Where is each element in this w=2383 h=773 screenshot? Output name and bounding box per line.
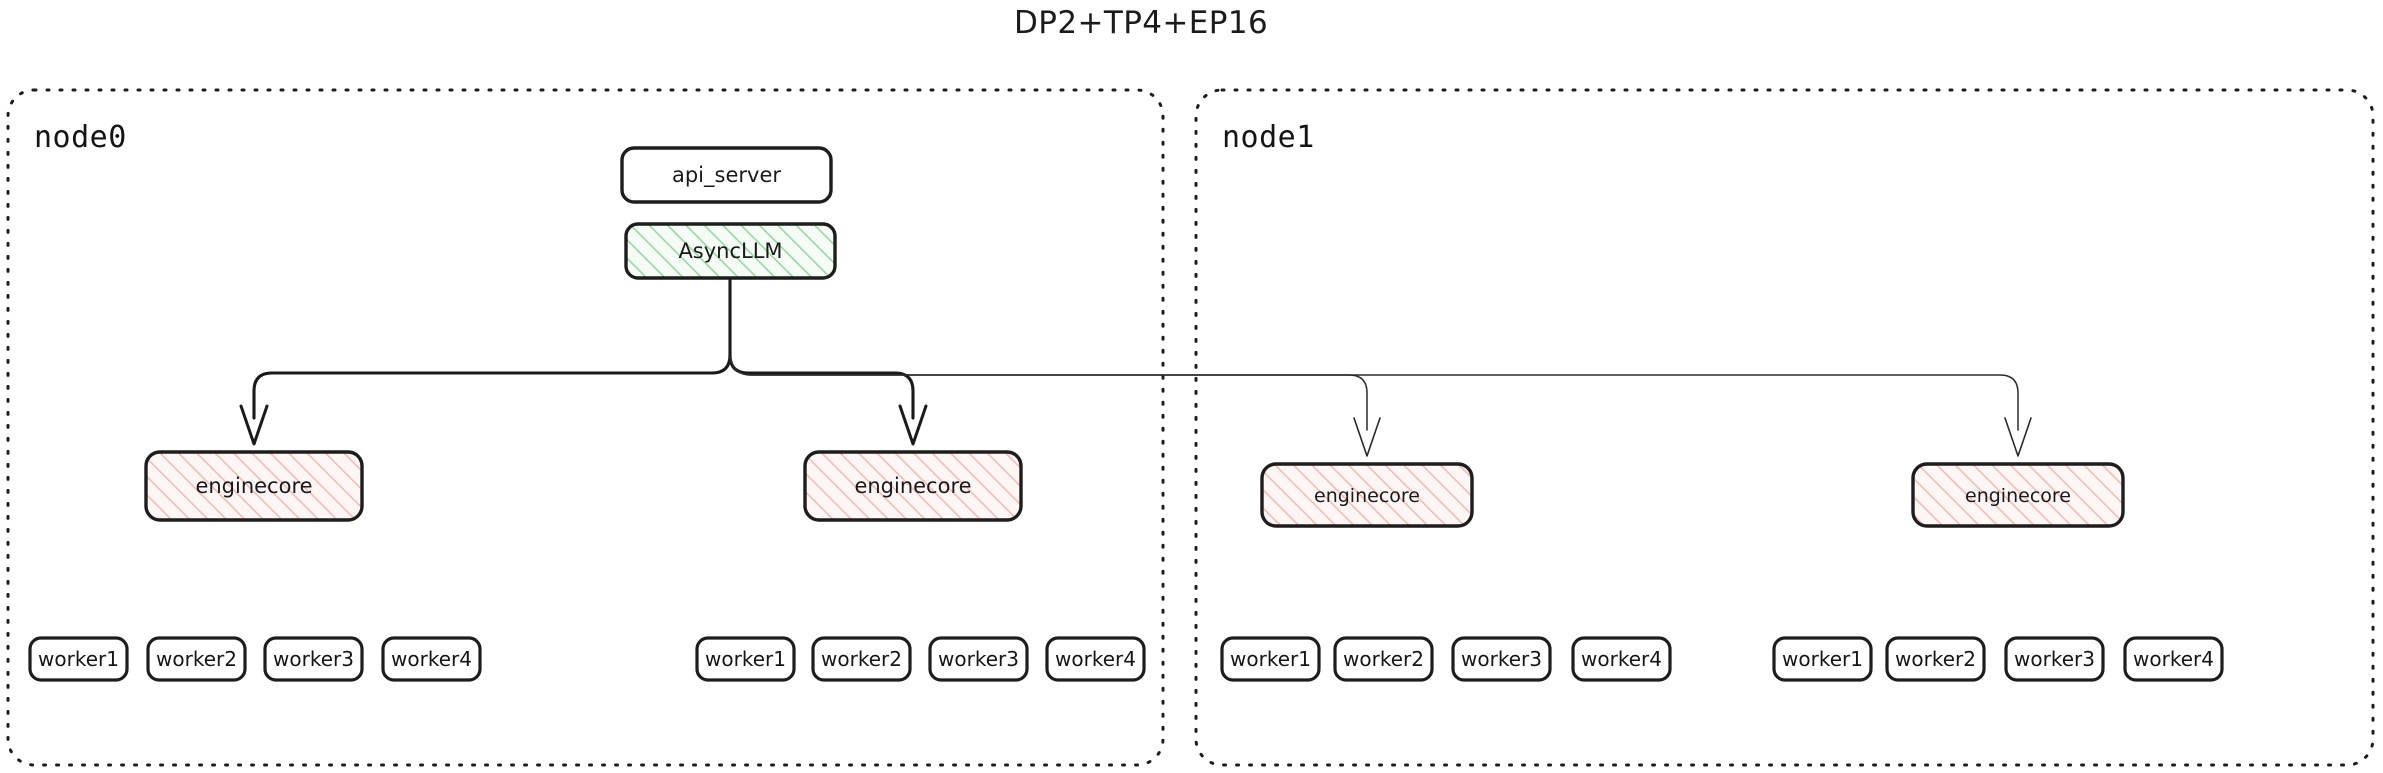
enginecore-label: enginecore	[854, 474, 971, 498]
worker-box[interactable]	[1220, 636, 1321, 682]
worker-box[interactable]	[1571, 636, 1672, 682]
cluster-border-node1	[1194, 88, 2375, 767]
cluster-label-node0: node0	[34, 120, 127, 155]
worker-box[interactable]	[2004, 636, 2105, 682]
edge-bus-node1-b	[729, 356, 2019, 431]
cluster-border-node0	[6, 88, 1165, 767]
worker-box[interactable]	[928, 636, 1029, 682]
worker-box[interactable]	[2123, 636, 2224, 682]
worker-label: worker1	[38, 647, 119, 671]
worker-label: worker2	[1895, 647, 1976, 671]
arrow-enginecore-3	[2004, 417, 2032, 457]
worker-box[interactable]	[1451, 636, 1552, 682]
enginecore-box[interactable]	[1260, 462, 1474, 528]
enginecore-box[interactable]	[803, 450, 1023, 522]
edge-bus-right	[728, 353, 915, 420]
worker-box[interactable]	[1333, 636, 1434, 682]
api-server-label: api_server	[672, 163, 781, 188]
worker-box[interactable]	[146, 636, 247, 682]
worker-label: worker3	[2014, 647, 2095, 671]
enginecore-label: enginecore	[1314, 485, 1420, 507]
worker-label: worker2	[156, 647, 237, 671]
enginecore-label: enginecore	[195, 474, 312, 498]
worker-label: worker3	[1461, 647, 1542, 671]
cluster-label-node1: node1	[1222, 120, 1315, 155]
edge-bus-left	[252, 353, 732, 420]
worker-label: worker2	[821, 647, 902, 671]
arrow-enginecore-2	[1353, 417, 1381, 457]
enginecore-box[interactable]	[1911, 462, 2125, 528]
arrow-enginecore-1	[898, 404, 928, 446]
worker-label: worker1	[1782, 647, 1863, 671]
async-llm-label: AsyncLLM	[678, 239, 782, 263]
worker-label: worker3	[938, 647, 1019, 671]
worker-label: worker4	[1055, 647, 1136, 671]
worker-label: worker1	[705, 647, 786, 671]
worker-box[interactable]	[263, 636, 364, 682]
arrow-enginecore-0	[239, 404, 269, 446]
edges-layer	[239, 276, 2032, 457]
worker-box[interactable]	[1772, 636, 1873, 682]
worker-box[interactable]	[695, 636, 796, 682]
worker-label: worker3	[273, 647, 354, 671]
api-server-box[interactable]	[620, 146, 833, 204]
worker-box[interactable]	[381, 636, 482, 682]
worker-label: worker4	[1581, 647, 1662, 671]
enginecore-box[interactable]	[144, 450, 364, 522]
cluster-node1: node1 enginecore enginecore worker1 worker2 w…	[1194, 88, 2375, 767]
worker-label: worker2	[1343, 647, 1424, 671]
page-title: DP2+TP4+EP16	[1014, 5, 1268, 41]
edge-bus-node1-a	[729, 356, 1368, 431]
worker-box[interactable]	[28, 636, 129, 682]
worker-box[interactable]	[1045, 636, 1146, 682]
worker-label: worker1	[1230, 647, 1311, 671]
worker-label: worker4	[391, 647, 472, 671]
worker-box[interactable]	[811, 636, 912, 682]
enginecore-label: enginecore	[1965, 485, 2071, 507]
worker-label: worker4	[2133, 647, 2214, 671]
worker-box[interactable]	[1885, 636, 1986, 682]
